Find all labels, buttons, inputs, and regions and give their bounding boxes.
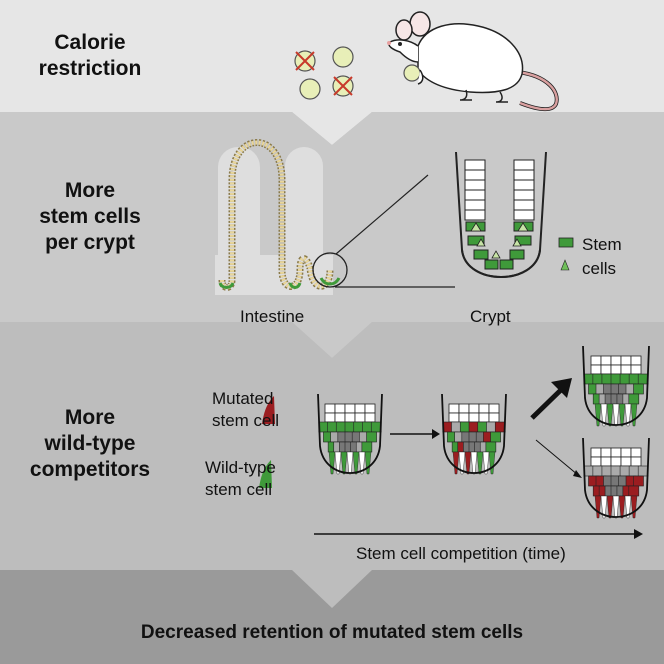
wildtype-label-line1: Wild-type [205, 458, 276, 477]
mutated-label-line2: stem cell [212, 411, 280, 430]
crossed-pellet-icon [294, 50, 316, 72]
arrow-icon [535, 439, 582, 478]
calorie-restriction-title: Calorie restriction [20, 30, 160, 82]
crypt-label: Crypt [470, 307, 511, 326]
wildtype-stem-cell-icon [259, 460, 272, 488]
more-stem-cells-title: More stem cells per crypt [10, 178, 170, 256]
bottom-band [0, 570, 664, 664]
title-line: More [64, 179, 116, 202]
small-crypt-icon [317, 393, 383, 475]
mutated-label-line1: Mutated [212, 389, 274, 408]
food-pellet-icon [332, 46, 354, 68]
food-pellet-icon [299, 78, 321, 100]
crypt-sequence [317, 345, 650, 519]
stem-cells-label-line1: Stem [582, 235, 622, 254]
title-line: Calorie [54, 31, 126, 54]
mutated-stem-cell-icon [262, 396, 275, 424]
small-crypt-icon [582, 345, 650, 427]
mouse-icon [387, 11, 559, 112]
more-competitors-title: More wild-type competitors [8, 405, 172, 483]
middle-band [0, 112, 664, 358]
title-line: restriction [38, 57, 142, 80]
small-crypt-icon [582, 437, 650, 519]
title-line: per crypt [45, 231, 135, 254]
crypt-icon [455, 151, 547, 278]
crossed-pellet-icon [332, 75, 354, 97]
conclusion-text: Decreased retention of mutated stem cell… [140, 622, 524, 643]
time-axis-label: Stem cell competition (time) [356, 544, 566, 563]
stem-cells-label-line2: cells [582, 259, 617, 278]
small-crypt-icon [441, 393, 507, 475]
stem-cell-legend-triangle-icon [560, 259, 570, 271]
arrow-icon [530, 378, 572, 420]
title-line: stem cells [39, 205, 141, 228]
arrow-icon [390, 429, 440, 439]
intestine-label: Intestine [240, 307, 305, 326]
title-line: More [64, 406, 116, 429]
food-pellets [294, 46, 354, 100]
title-line: competitors [29, 458, 151, 481]
title-line: wild-type [44, 432, 136, 455]
stem-cell-legend-icon [558, 237, 574, 248]
intestine-icon [215, 139, 455, 295]
wildtype-label-line2: stem cell [205, 480, 273, 499]
time-axis-arrow [314, 529, 643, 539]
